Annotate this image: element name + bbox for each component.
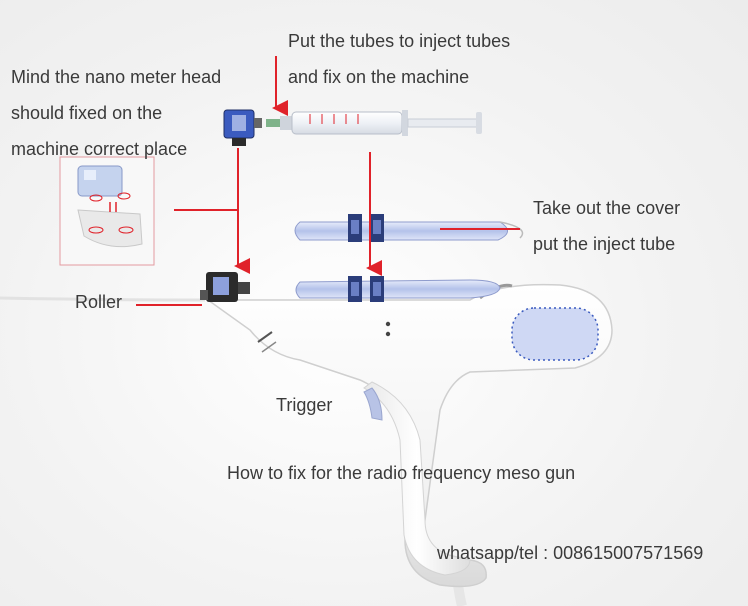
label-nano-head-line3: machine correct place xyxy=(11,139,188,159)
label-cover: Take out the cover put the inject tube xyxy=(533,190,680,262)
installed-inject-tube xyxy=(295,276,501,302)
syringe xyxy=(266,110,482,136)
rear-pad xyxy=(511,307,599,361)
nose-groove xyxy=(257,331,273,343)
label-nano-head-line1: Mind the nano meter head xyxy=(11,67,222,87)
gun-body xyxy=(205,283,613,588)
caption: How to fix for the radio frequency meso … xyxy=(227,463,576,483)
gun-grip xyxy=(363,381,471,576)
power-cable xyxy=(0,296,206,302)
label-roller: Roller xyxy=(75,292,123,312)
label-nano-head-line2: should fixed on the xyxy=(11,103,163,123)
label-nano-head: Mind the nano meter head should fixed on… xyxy=(11,59,221,167)
label-cover-line2: put the inject tube xyxy=(533,234,676,254)
trigger xyxy=(363,387,383,421)
roller-head xyxy=(200,272,250,302)
label-cover-line1: Take out the cover xyxy=(533,198,681,218)
annotation-arrows xyxy=(136,56,520,306)
label-tubes-line1: Put the tubes to inject tubes xyxy=(288,31,511,51)
label-trigger: Trigger xyxy=(276,395,333,415)
label-tubes: Put the tubes to inject tubes and fix on… xyxy=(288,23,510,95)
detail-inset xyxy=(59,156,155,266)
nano-meter-head-top xyxy=(223,109,262,146)
indicator-dot xyxy=(385,321,391,327)
contact-info: whatsapp/tel : 008615007571569 xyxy=(437,543,704,563)
label-tubes-line2: and fix on the machine xyxy=(288,67,470,87)
